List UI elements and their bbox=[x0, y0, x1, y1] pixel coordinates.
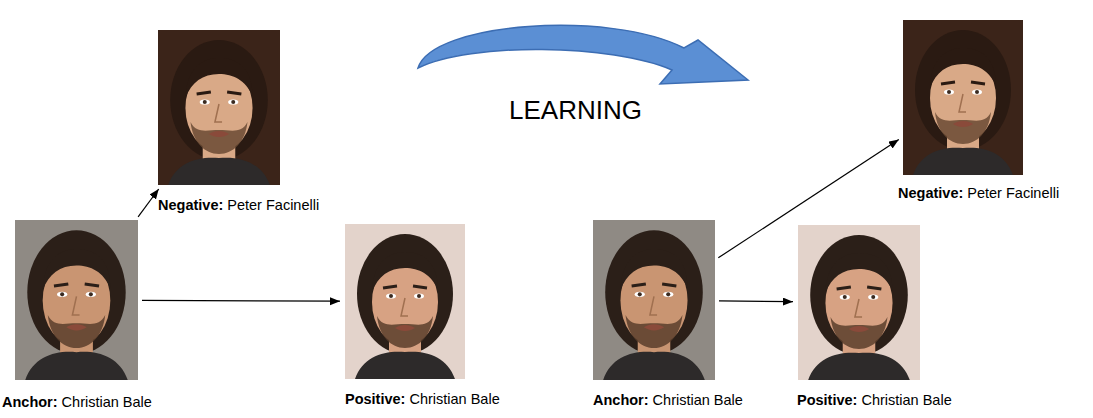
photo-caption: Positive:Christian Bale bbox=[797, 392, 954, 409]
face-card: Anchor:Christian Bale bbox=[593, 220, 745, 409]
face-photo bbox=[798, 225, 920, 380]
photo-caption: Anchor:Christian Bale bbox=[593, 392, 745, 409]
role-label: Anchor: bbox=[593, 392, 649, 408]
face-card: Negative:Peter Facinelli bbox=[158, 30, 322, 214]
arrow-connector bbox=[719, 300, 793, 302]
face-card: Positive:Christian Bale bbox=[345, 224, 502, 408]
person-name: Christian Bale bbox=[409, 391, 499, 407]
face-photo-frame bbox=[798, 225, 920, 380]
face-photo-frame bbox=[903, 20, 1023, 175]
face-photo-frame bbox=[15, 220, 138, 380]
face-photo-frame bbox=[593, 220, 715, 380]
face-card: Negative:Peter Facinelli bbox=[898, 20, 1062, 202]
face-photo bbox=[15, 220, 138, 380]
role-label: Anchor: bbox=[2, 394, 58, 410]
face-card: Anchor:Christian Bale bbox=[2, 220, 154, 411]
person-name: Peter Facinelli bbox=[227, 197, 319, 213]
person-name: Christian Bale bbox=[861, 392, 951, 408]
face-photo-frame bbox=[158, 30, 280, 185]
learning-label: LEARNING bbox=[509, 95, 642, 125]
face-photo bbox=[158, 30, 280, 185]
role-label: Positive: bbox=[797, 392, 857, 408]
arrow-connector bbox=[142, 300, 340, 302]
arrow-connector bbox=[138, 189, 159, 217]
face-photo bbox=[903, 20, 1023, 175]
role-label: Negative: bbox=[898, 185, 963, 201]
person-name: Christian Bale bbox=[62, 394, 152, 410]
person-name: Christian Bale bbox=[653, 392, 743, 408]
photo-caption: Negative:Peter Facinelli bbox=[898, 185, 1062, 202]
photo-caption: Anchor:Christian Bale bbox=[2, 394, 154, 411]
photo-caption: Negative:Peter Facinelli bbox=[158, 197, 322, 214]
photo-caption: Positive:Christian Bale bbox=[345, 391, 502, 408]
face-photo-frame bbox=[345, 224, 465, 379]
face-photo bbox=[593, 220, 715, 380]
learning-curved-arrow bbox=[418, 25, 748, 84]
role-label: Positive: bbox=[345, 391, 405, 407]
role-label: Negative: bbox=[158, 197, 223, 213]
person-name: Peter Facinelli bbox=[967, 185, 1059, 201]
face-photo bbox=[345, 224, 465, 379]
face-card: Positive:Christian Bale bbox=[797, 225, 954, 409]
